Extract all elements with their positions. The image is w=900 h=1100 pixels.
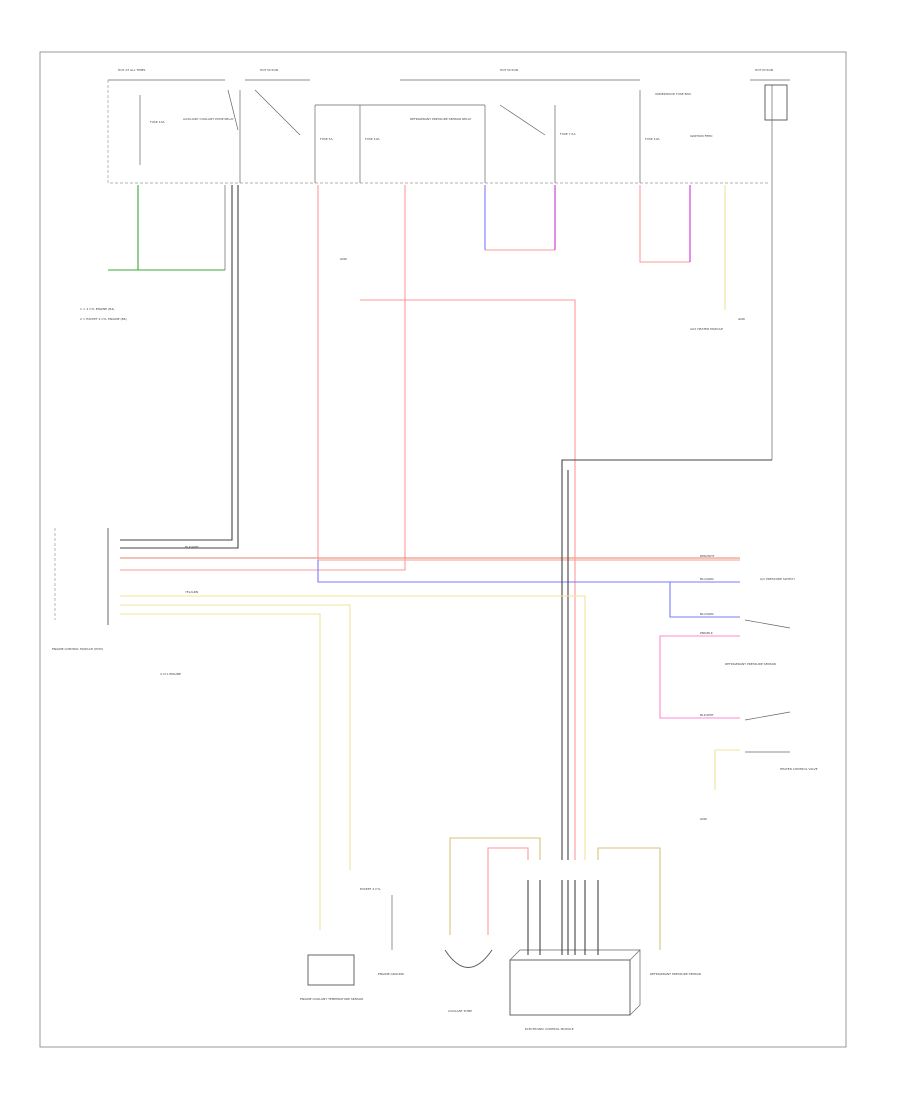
elec-control-3d: [509, 949, 641, 1016]
relay-2-switch: [499, 104, 546, 136]
fuse-3-label: FUSE 10A: [365, 137, 380, 141]
hot-label-4: HOT IN RUN: [755, 68, 773, 72]
coolant-pump-symbol: [444, 949, 493, 968]
except-4cyl-label: EXCEPT 4 CYL: [360, 887, 381, 891]
tan-wire-right: [597, 847, 661, 950]
hot-label-2: HOT IN RUN: [260, 68, 278, 72]
red-wire-long: [360, 299, 576, 860]
yellow-wire-bottom-right: [714, 749, 740, 790]
engine-ground-label: ENGINE GROUND: [378, 972, 405, 976]
wire-label-blue: BLU/GRN: [700, 577, 713, 581]
hot-label-3: HOT IN RUN: [500, 68, 518, 72]
sensor-right-3: HEATER CONTROL VALVE: [780, 767, 818, 771]
black-wire-ecm-2: [120, 185, 239, 549]
red-wire-pump: [487, 847, 529, 935]
elec-control-box: [509, 959, 631, 1016]
ground-label-br: GND: [700, 817, 708, 821]
right-fuse-block: [764, 84, 788, 121]
relay-1-label: AUXILIARY COOLANT PUMP RELAY: [183, 117, 234, 121]
relay-1-switch: [227, 89, 239, 131]
ecm-block: ENGINE CONTROL MODULE (ECM) 4 CYL ENGINE: [52, 528, 181, 676]
fuse-2-label: FUSE 5A: [320, 137, 334, 141]
yellow-wire-2: [120, 604, 351, 870]
fuse-box-boundary: [107, 80, 770, 184]
wire-label-black: BLK/WHT: [700, 713, 714, 717]
wire-label-black-ecm: BLK/WHT: [185, 545, 199, 549]
yellow-wire-1: [120, 595, 586, 860]
blue-wire-1: [317, 560, 740, 583]
ecm-conn-label: 4 CYL ENGINE: [160, 672, 181, 676]
ground-label-mid: GND: [340, 257, 348, 261]
module-pins: [527, 880, 599, 955]
yellow-wire-3: [120, 613, 321, 930]
hot-label-1: HOT AT ALL TIMES: [118, 68, 146, 72]
black-wire-ecm-1: [120, 185, 233, 541]
tan-wire-left: [449, 837, 541, 935]
red-wire-2: [120, 185, 406, 571]
relay-1b-switch: [254, 89, 301, 136]
fuse-4-label: FUSE 7.5A: [560, 132, 576, 136]
ecm-label: ENGINE CONTROL MODULE (ECM): [52, 647, 103, 651]
sensor-right-1: REFRIGERANT PRESSURE SENSOR: [725, 662, 776, 666]
pink-wire-loop: [659, 635, 740, 719]
switch-right-1: [744, 619, 791, 629]
switch-right-2: [744, 711, 791, 721]
green-loop: 1 = 4 CYL ENGINE (B4) 2 = EXCEPT 4 CYL E…: [80, 185, 226, 321]
fuse-1-label: FUSE 10A: [150, 120, 165, 124]
wire-label-red: RED/WHT: [700, 554, 715, 558]
diagram-frame: [39, 51, 847, 1048]
wire-label-blue-2: BLU/GRN: [700, 612, 713, 616]
temp-sensor-label: REFRIGERANT PRESSURE SENSOR: [650, 972, 701, 976]
sensor-right-2: A/C PRESSURE SWITCH: [760, 577, 795, 581]
ignition-feed-label: IGNITION FEED: [690, 134, 713, 138]
coolant-sensor-box: [307, 954, 355, 986]
elec-control-label: ELECTRONIC CONTROL MODULE: [525, 1027, 574, 1031]
bottom-components: ENGINE COOLANT TEMPERATURE SENSOR EXCEPT…: [300, 880, 701, 1031]
ground-note-1: 1 = 4 CYL ENGINE (B4): [80, 307, 114, 311]
aux-module-label: AUX HEATER MODULE: [690, 327, 723, 331]
blue-wire-2: [669, 582, 740, 618]
black-wire-right-long: [561, 459, 772, 860]
underhood-label: UNDERHOOD FUSE BOX: [655, 92, 691, 96]
red-wire-right: [639, 185, 690, 263]
relay-2-label: REFRIGERANT PRESSURE SENSOR RELAY: [410, 117, 472, 121]
wire-label-pink: PNK/BLK: [700, 631, 714, 635]
coolant-pump-label: COOLANT PUMP: [448, 1009, 472, 1013]
fuse-5-label: FUSE 10A: [645, 137, 660, 141]
coolant-sensor-label: ENGINE COOLANT TEMPERATURE SENSOR: [300, 997, 363, 1001]
green-wire-left: [137, 185, 225, 271]
top-power-section: HOT AT ALL TIMES HOT IN RUN HOT IN RUN H…: [107, 68, 790, 460]
ground-label-tr: GND: [738, 317, 746, 321]
red-wire-1: [317, 185, 740, 561]
ground-note-2: 2 = EXCEPT 4 CYL ENGINE (B6): [80, 317, 127, 321]
wire-label-yellow: YEL/GRN: [185, 590, 198, 594]
